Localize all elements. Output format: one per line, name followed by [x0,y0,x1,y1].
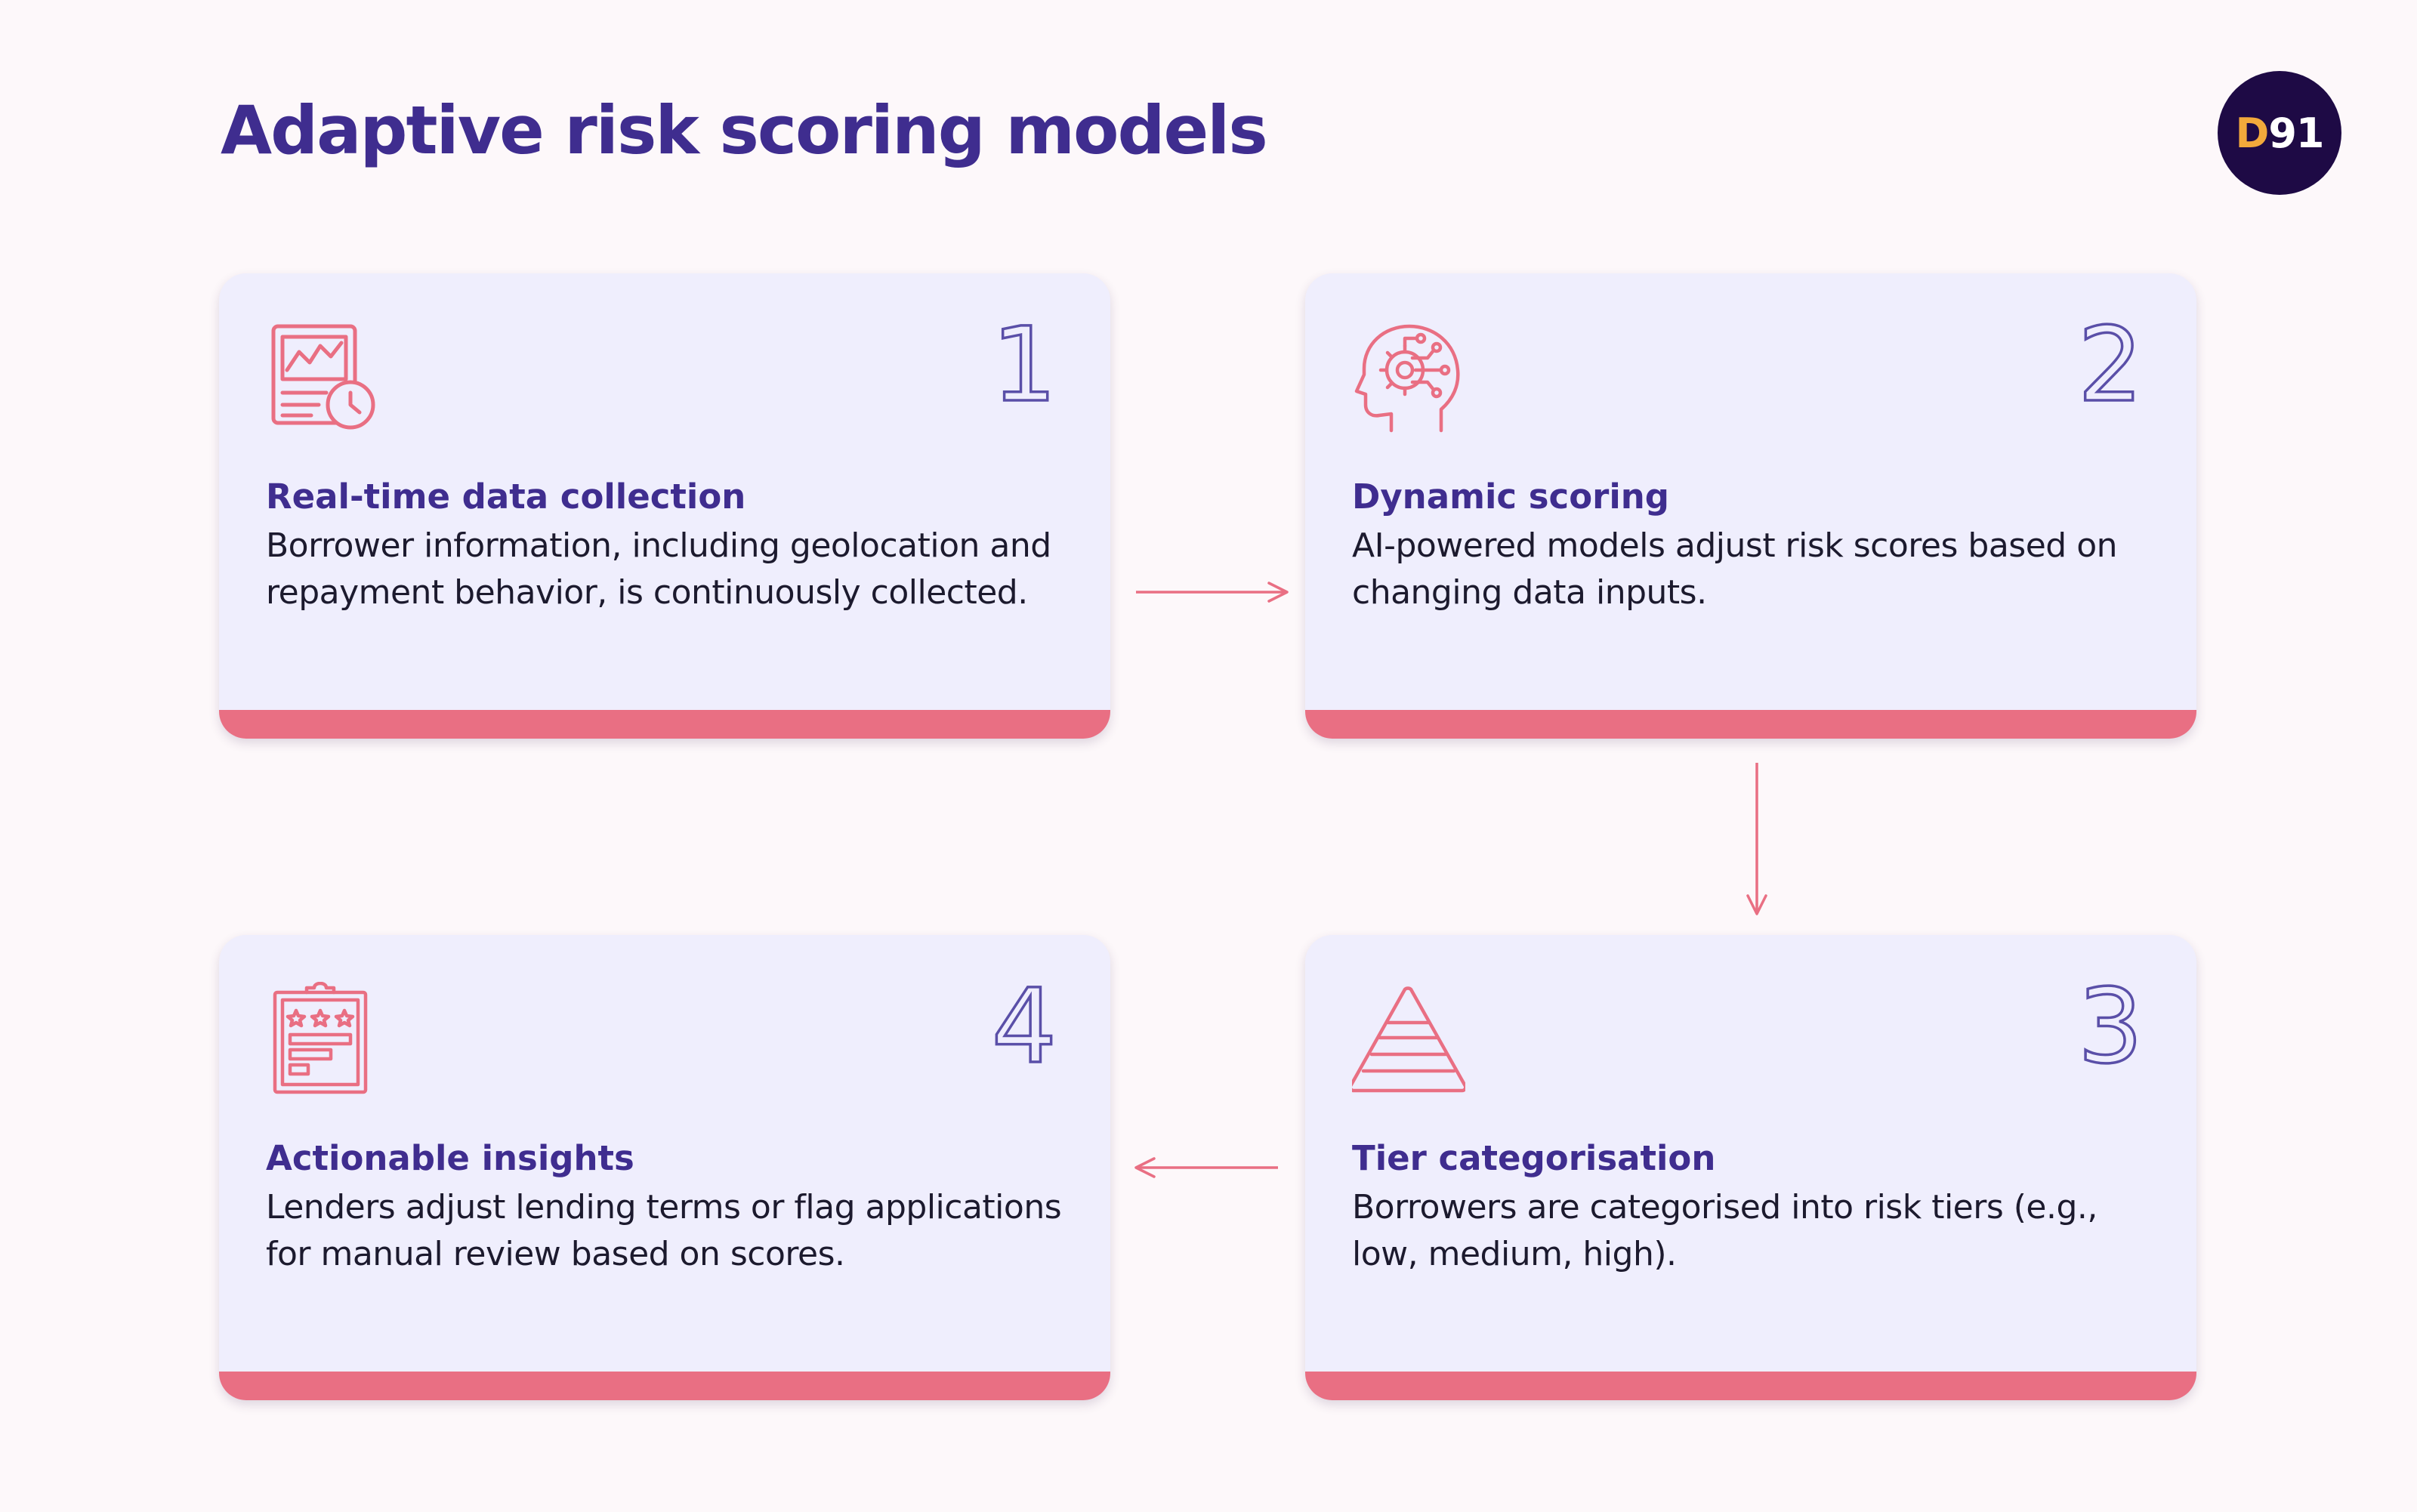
card-accent-bar [1305,710,2196,739]
step-title: Actionable insights [266,1138,634,1178]
step-title: Real-time data collection [266,477,746,517]
pyramid-tiers-icon [1352,982,1465,1095]
card-accent-bar [1305,1372,2196,1400]
arrow-right-connector [1136,582,1289,603]
clipboard-rating-icon [266,982,379,1095]
card-accent-bar [219,1372,1110,1400]
analytics-report-clock-icon [266,320,379,434]
arrow-left-connector [1134,1157,1278,1178]
arrow-down-connector [1746,763,1767,915]
step-number-text: 2 [2078,306,2144,425]
step-description: Borrowers are categorised into risk tier… [1352,1188,2098,1273]
step-title: Tier categorisation [1352,1138,1716,1178]
step-number-text: 3 [2078,967,2144,1087]
step-number: 4 [979,966,1070,1088]
step-number-text: 1 [992,306,1057,425]
step-description: AI-powered models adjust risk scores bas… [1352,526,2118,612]
logo-suffix: 91 [2268,109,2324,157]
logo-prefix: D [2235,109,2270,157]
step-description: Lenders adjust lending terms or flag app… [266,1188,1062,1273]
step-number-text: 4 [992,967,1057,1087]
step-card-1: 1 Real-time data collection Borrower inf… [219,273,1110,739]
step-number: 2 [2065,304,2156,427]
step-description: Borrower information, including geolocat… [266,526,1051,612]
ai-head-gear-circuit-icon [1352,320,1465,434]
step-number: 3 [2065,966,2156,1088]
page-title: Adaptive risk scoring models [221,91,1268,169]
step-title: Dynamic scoring [1352,477,1669,517]
card-accent-bar [219,710,1110,739]
step-card-3: 3 Tier categorisation Borrowers are cate… [1305,935,2196,1400]
step-number: 1 [979,304,1070,427]
step-card-2: 2 Dynamic scoring AI-powered models adju… [1305,273,2196,739]
step-card-4: 4 Actionable insights Lenders adjust len… [219,935,1110,1400]
